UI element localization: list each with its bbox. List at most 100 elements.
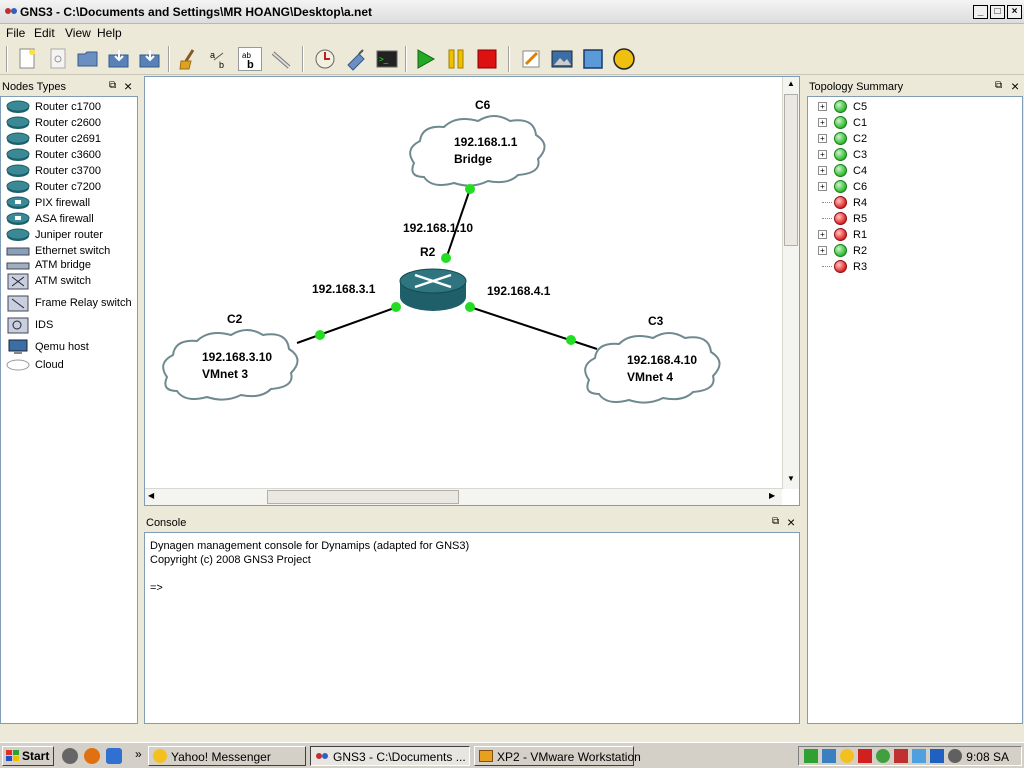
expand-icon[interactable]: + <box>818 246 827 255</box>
scroll-left-arrow-icon[interactable]: ◀ <box>148 491 155 500</box>
topology-item[interactable]: +C5 <box>818 99 998 115</box>
topology-item[interactable]: R5 <box>818 211 998 227</box>
link-endpoint-dot[interactable] <box>465 302 475 312</box>
expand-icon[interactable]: + <box>818 102 827 111</box>
node-type-item[interactable]: ASA firewall <box>5 211 135 227</box>
cloud-c6[interactable] <box>409 115 546 187</box>
new-blank-icon[interactable] <box>46 47 70 71</box>
node-type-item[interactable]: Router c7200 <box>5 179 135 195</box>
expand-icon[interactable]: + <box>818 182 827 191</box>
menu-view[interactable]: View <box>65 26 91 40</box>
node-type-item[interactable]: Router c3600 <box>5 147 135 163</box>
add-link-icon[interactable] <box>269 47 293 71</box>
monitor-tray-icon[interactable] <box>912 749 926 763</box>
expand-icon[interactable]: + <box>818 150 827 159</box>
close-icon[interactable]: × <box>1011 78 1020 94</box>
node-type-item[interactable]: Frame Relay switch <box>5 295 135 312</box>
link-endpoint-dot[interactable] <box>391 302 401 312</box>
vertical-scroll-thumb[interactable] <box>784 94 798 246</box>
menu-help[interactable]: Help <box>97 26 122 40</box>
save-icon[interactable] <box>107 47 131 71</box>
console-prompt[interactable]: => <box>150 582 163 594</box>
node-type-item[interactable]: PIX firewall <box>5 195 135 211</box>
topology-item[interactable]: +R1 <box>818 227 998 243</box>
link-endpoint-dot[interactable] <box>465 184 475 194</box>
quicklaunch-more-chevron[interactable]: » <box>135 747 142 761</box>
canvas-vertical-scrollbar[interactable]: ▲ ▼ <box>782 77 799 489</box>
update-tray-icon[interactable] <box>876 749 890 763</box>
task-gns3[interactable]: GNS3 - C:\Documents ... <box>310 746 470 766</box>
node-type-item[interactable]: Qemu host <box>5 339 135 355</box>
bluetooth-tray-icon[interactable] <box>930 749 944 763</box>
link-line[interactable] <box>469 306 598 350</box>
expand-icon[interactable]: + <box>818 230 827 239</box>
topology-item[interactable]: +C2 <box>818 131 998 147</box>
draw-ellipse-icon[interactable] <box>612 47 636 71</box>
expand-icon[interactable]: + <box>818 166 827 175</box>
close-button[interactable]: × <box>1007 5 1022 19</box>
new-file-icon[interactable] <box>15 47 39 71</box>
gns3-app-icon[interactable] <box>4 5 18 17</box>
node-type-item[interactable]: Router c3700 <box>5 163 135 179</box>
menu-file[interactable]: File <box>6 26 26 40</box>
topology-item[interactable]: R3 <box>818 259 998 275</box>
node-type-item[interactable]: IDS <box>5 317 135 334</box>
float-icon[interactable]: ⧉ <box>109 80 117 91</box>
antivirus-tray-icon[interactable] <box>858 749 872 763</box>
clock[interactable]: 9:08 SA <box>966 750 1009 764</box>
start-play-icon[interactable] <box>413 47 437 71</box>
maximize-button[interactable]: □ <box>990 5 1005 19</box>
topology-item[interactable]: R4 <box>818 195 998 211</box>
node-type-item[interactable]: Router c1700 <box>5 99 135 115</box>
expand-icon[interactable]: + <box>818 134 827 143</box>
horizontal-scroll-thumb[interactable] <box>267 490 459 504</box>
topology-item[interactable]: +R2 <box>818 243 998 259</box>
scroll-down-arrow-icon[interactable]: ▼ <box>787 474 795 483</box>
topology-item[interactable]: +C3 <box>818 147 998 163</box>
cloud-c2[interactable] <box>162 329 299 401</box>
draw-rectangle-icon[interactable] <box>581 47 605 71</box>
node-type-item[interactable]: Ethernet switch <box>5 243 135 259</box>
link-endpoint-dot[interactable] <box>441 253 451 263</box>
node-type-item[interactable]: ATM switch <box>5 273 135 290</box>
canvas-horizontal-scrollbar[interactable]: ◀ ▶ <box>145 488 782 505</box>
save-as-icon[interactable] <box>138 47 162 71</box>
task-vmware[interactable]: XP2 - VMware Workstation <box>474 746 641 766</box>
link-line[interactable] <box>296 306 398 344</box>
node-type-item[interactable]: Router c2691 <box>5 131 135 147</box>
topology-item[interactable]: +C6 <box>818 179 998 195</box>
cloud-c3[interactable] <box>584 332 721 404</box>
tray-app-icon[interactable] <box>822 749 836 763</box>
expand-icon[interactable]: + <box>818 118 827 127</box>
link-endpoint-dot[interactable] <box>315 330 325 340</box>
insert-picture-icon[interactable] <box>550 47 574 71</box>
volume-tray-icon[interactable] <box>948 749 962 763</box>
start-button[interactable]: Start <box>2 746 54 766</box>
link-line[interactable] <box>445 188 471 260</box>
topology-item[interactable]: +C1 <box>818 115 998 131</box>
console-output[interactable]: Dynagen management console for Dynamips … <box>144 532 800 724</box>
minimize-button[interactable]: _ <box>973 5 988 19</box>
scroll-right-arrow-icon[interactable]: ▶ <box>769 491 776 500</box>
firefox-icon[interactable] <box>84 748 100 764</box>
idle-pc-icon[interactable] <box>344 47 368 71</box>
dynamips-timer-icon[interactable] <box>313 47 337 71</box>
yahoo-tray-icon[interactable] <box>840 749 854 763</box>
menu-edit[interactable]: Edit <box>34 26 55 40</box>
quicklaunch-app-icon[interactable] <box>62 748 78 764</box>
scroll-up-arrow-icon[interactable]: ▲ <box>787 79 795 88</box>
close-icon[interactable]: × <box>124 78 133 94</box>
pause-icon[interactable] <box>444 47 468 71</box>
shield-tray-icon[interactable] <box>894 749 908 763</box>
node-type-item[interactable]: Router c2600 <box>5 115 135 131</box>
node-type-item[interactable]: Juniper router <box>5 227 135 243</box>
node-type-item[interactable]: ATM bridge <box>5 257 135 273</box>
broom-clear-icon[interactable] <box>176 47 200 71</box>
internet-explorer-icon[interactable] <box>106 748 122 764</box>
float-icon[interactable]: ⧉ <box>995 80 1003 91</box>
network-tray-icon[interactable] <box>804 749 818 763</box>
